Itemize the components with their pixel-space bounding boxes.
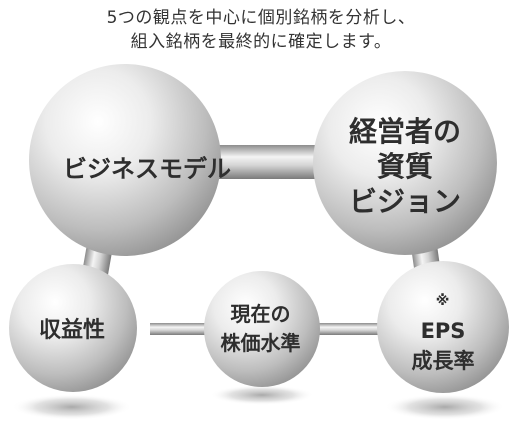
management-line-1: 経営者の — [348, 114, 461, 148]
eps-line-1: ※ EPS — [421, 286, 466, 346]
shadow-eps — [385, 394, 505, 420]
business-model-label: ビジネスモデル — [37, 142, 257, 190]
management-label: 経営者の 資質 ビジョン — [315, 113, 495, 219]
eps-growth-label: ※ EPS 成長率 — [383, 293, 503, 373]
eps-line-2: 成長率 — [411, 349, 475, 373]
connector-profit-price — [150, 323, 214, 335]
profitability-text: 収益性 — [38, 318, 105, 343]
sphere-eps-growth — [377, 261, 509, 393]
management-line-3: ビジョン — [348, 184, 461, 218]
eps-text: EPS — [420, 319, 466, 343]
stock-price-line-1: 現在の — [230, 302, 291, 326]
header: 5つの観点を中心に個別銘柄を分析し、 組入銘柄を最終的に確定します。 — [0, 6, 522, 54]
connector-business-management — [215, 145, 325, 179]
note-mark: ※ — [435, 293, 450, 309]
stock-price-label: 現在の 株価水準 — [198, 299, 323, 359]
sphere-business-model — [29, 64, 221, 256]
business-model-text: ビジネスモデル — [63, 154, 231, 183]
connector-price-eps — [310, 323, 388, 335]
header-line-2: 組入銘柄を最終的に確定します。 — [130, 32, 392, 52]
header-line-1: 5つの観点を中心に個別銘柄を分析し、 — [106, 8, 416, 28]
sphere-profitability — [9, 264, 137, 392]
management-line-2: 資質 — [376, 149, 433, 183]
shadow-profit — [12, 394, 132, 420]
sphere-stock-price — [204, 271, 320, 387]
stock-price-line-2: 株価水準 — [220, 331, 301, 355]
shadow-price — [210, 385, 314, 405]
profitability-label: 収益性 — [22, 310, 122, 346]
sphere-management — [313, 71, 497, 255]
